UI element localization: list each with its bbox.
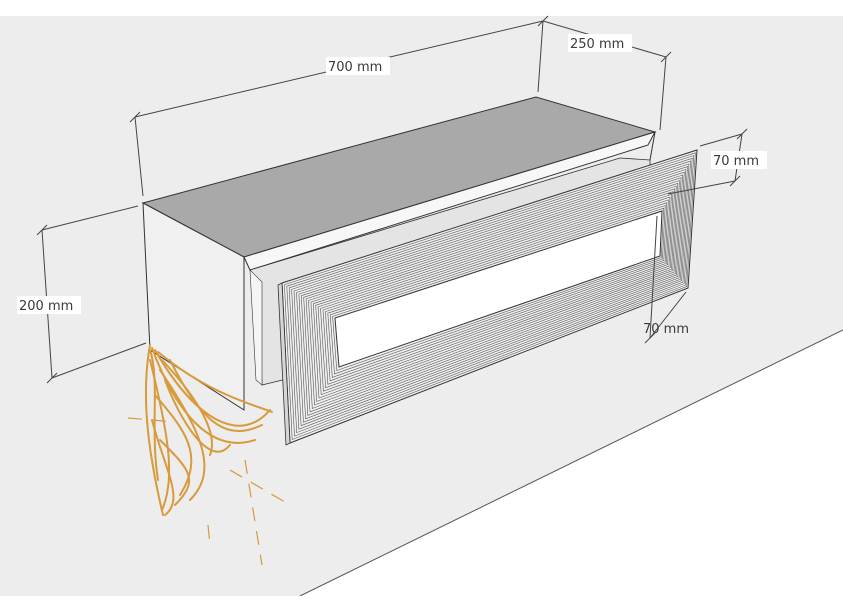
- dim-border-side-label: 70 mm: [643, 322, 689, 337]
- drawer-contour-ring: [325, 199, 669, 382]
- drawer-contour-lines: [284, 152, 696, 440]
- drawer-contour-ring: [288, 157, 693, 434]
- dim-depth-bg: [568, 34, 632, 52]
- drawer-contour-ring: [317, 191, 674, 392]
- drawer-contour-ring: [322, 196, 671, 385]
- dim-depth-label: 250 mm: [570, 37, 624, 52]
- ground-edge-line: [299, 329, 843, 597]
- cabinet-front-frame: [243, 131, 657, 271]
- drawer-contour-ring: [329, 205, 666, 375]
- drawer-contour-ring: [293, 163, 690, 427]
- dim-height-bg: [17, 296, 81, 314]
- bracket-sketch: [144, 344, 273, 516]
- drawer-panel-edge: [277, 282, 291, 446]
- drawer-contour-ring: [300, 171, 685, 416]
- drawer-contour-ring: [303, 174, 684, 413]
- cabinet-right-edge: [649, 131, 656, 161]
- drawer-contour-ring: [308, 180, 680, 406]
- drawer-contour-ring: [332, 207, 664, 371]
- drawer-contour-ring: [312, 185, 677, 399]
- dim-width-bg: [326, 57, 390, 75]
- drawer-contour-ring: [286, 155, 695, 437]
- drawer-contour-ring: [296, 166, 688, 423]
- drawer-contour-ring: [291, 160, 691, 430]
- drawer-window: [334, 210, 663, 368]
- drawer-contour-ring: [315, 188, 676, 396]
- drawer-contour-ring: [298, 168, 687, 420]
- drawer-front[interactable]: [277, 149, 698, 446]
- bracket-guide-lines: [127, 417, 291, 566]
- drawer-contour-ring: [305, 177, 682, 409]
- cabinet-opening-inner-left: [249, 269, 263, 386]
- dim-height-label: 200 mm: [19, 299, 73, 314]
- drawer-contour-ring: [327, 202, 668, 378]
- drawer-contour-ring: [310, 182, 679, 402]
- dim-width-label: 700 mm: [328, 60, 382, 75]
- drawer-contour-ring: [284, 152, 696, 440]
- dim-border-top-bg: [711, 151, 767, 169]
- drawer-contour-ring: [320, 193, 672, 389]
- dim-border-top-label: 70 mm: [713, 154, 759, 169]
